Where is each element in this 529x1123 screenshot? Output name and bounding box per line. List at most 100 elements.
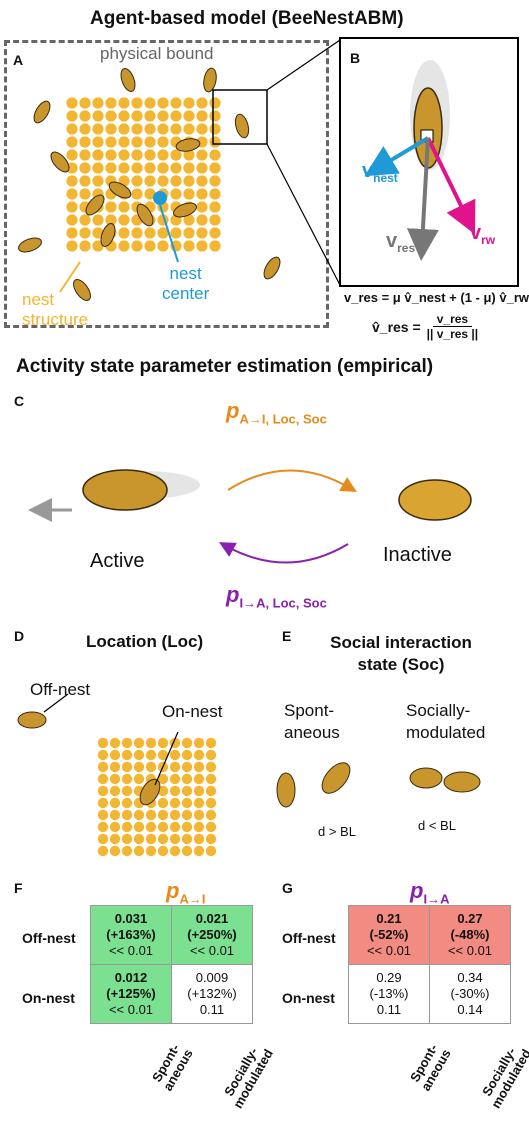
nest-cell [145, 737, 157, 749]
v-rw-label: vrw [470, 222, 496, 247]
nest-cell [131, 227, 143, 239]
bee-social-2 [443, 771, 481, 793]
nest-cell [118, 149, 130, 161]
nest-cell [157, 809, 169, 821]
nest-cell [105, 214, 117, 226]
nest-cell [144, 123, 156, 135]
nest-cell [121, 749, 133, 761]
panel-c-letter: C [14, 393, 25, 409]
nest-cell [193, 773, 205, 785]
bee-social-1 [409, 767, 443, 789]
nest-cell [145, 833, 157, 845]
nest-center-pointer [159, 204, 179, 263]
spontaneous-label: Spont-aneous [284, 701, 340, 742]
nest-cell [144, 162, 156, 174]
nest-cell [183, 149, 195, 161]
nest-cell [196, 240, 208, 252]
nest-cell [196, 227, 208, 239]
nest-cell [193, 761, 205, 773]
nest-cell [183, 110, 195, 122]
nest-cell [181, 797, 193, 809]
col-label-spontaneous-f: Spont-aneous [149, 1041, 197, 1094]
velocity-equation: v_res = μ v̂_nest + (1 - μ) v̂_rw [344, 290, 529, 305]
nest-cell [79, 149, 91, 161]
nest-cell [205, 773, 217, 785]
nest-cell [196, 123, 208, 135]
v-rw-vector [426, 137, 476, 235]
nest-cell [97, 761, 109, 773]
nest-cell [170, 227, 182, 239]
table-g: 0.21(-52%)<< 0.01 0.27(-48%)<< 0.01 0.29… [348, 905, 511, 1024]
col-label-social-g: Socially-modulated [479, 1044, 529, 1111]
nest-cell [131, 188, 143, 200]
nest-cell [183, 240, 195, 252]
nest-cell [97, 797, 109, 809]
nest-cell [121, 773, 133, 785]
panel-f-letter: F [14, 880, 23, 896]
panel-a-letter: A [13, 52, 24, 68]
panel-b-box [339, 37, 519, 287]
nest-cell [121, 785, 133, 797]
nest-cell [209, 175, 221, 187]
nest-cell [105, 136, 117, 148]
nest-cell [205, 737, 217, 749]
nest-cell [196, 110, 208, 122]
nest-cell [66, 201, 78, 213]
nest-cell [157, 785, 169, 797]
nest-cell [118, 97, 130, 109]
nest-cell [144, 175, 156, 187]
panel-e-letter: E [282, 628, 292, 644]
nest-cell [183, 123, 195, 135]
nest-cell [144, 136, 156, 148]
nest-cell [170, 175, 182, 187]
off-nest-label: Off-nest [30, 680, 91, 699]
nest-cell [157, 240, 169, 252]
nest-cell [144, 240, 156, 252]
nest-cell [66, 110, 78, 122]
socially-modulated-label: Socially-modulated [406, 701, 486, 742]
nest-cell [133, 737, 145, 749]
nest-grid-d [97, 737, 217, 857]
nest-cell [193, 737, 205, 749]
on-nest-label: On-nest [162, 702, 223, 721]
nest-cell [193, 785, 205, 797]
nest-cell [169, 773, 181, 785]
nest-cell [121, 821, 133, 833]
nest-cell [92, 97, 104, 109]
nest-cell [79, 162, 91, 174]
nest-cell [193, 833, 205, 845]
nest-cell [121, 809, 133, 821]
nest-cell [92, 175, 104, 187]
nest-cell [205, 845, 217, 857]
nest-cell [196, 175, 208, 187]
cell-f-0-0: 0.031(+163%)<< 0.01 [90, 905, 172, 965]
nest-cell [131, 240, 143, 252]
nest-cell [92, 227, 104, 239]
nest-cell [209, 201, 221, 213]
nest-cell [133, 773, 145, 785]
nest-cell [209, 214, 221, 226]
nest-cell [109, 833, 121, 845]
nest-cell [109, 821, 121, 833]
activity-title: Activity state parameter estimation (emp… [16, 356, 434, 377]
nest-cell [144, 97, 156, 109]
nest-cell [133, 761, 145, 773]
nest-cell [97, 749, 109, 761]
nest-cell [118, 227, 130, 239]
nest-cell [66, 175, 78, 187]
nest-cell [144, 188, 156, 200]
nest-cell [157, 227, 169, 239]
nest-cell [209, 110, 221, 122]
nest-cell [196, 162, 208, 174]
nest-cell [183, 175, 195, 187]
v-res-label: vres [386, 230, 416, 255]
cell-g-0-0: 0.21(-52%)<< 0.01 [348, 905, 430, 965]
abm-title: Agent-based model (BeeNestABM) [90, 8, 404, 29]
nest-cell [118, 136, 130, 148]
nest-cell [133, 809, 145, 821]
nest-cell [205, 785, 217, 797]
nest-cell [118, 240, 130, 252]
